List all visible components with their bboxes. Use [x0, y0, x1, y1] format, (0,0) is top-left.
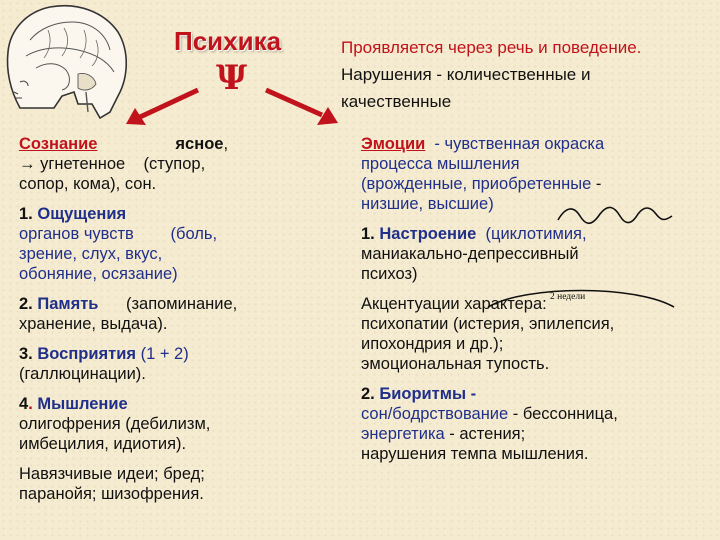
mood-block: 1. Настроение (циклотимия, маниакально-д…: [361, 224, 706, 284]
thinking-block: 4. Мышление олигофрения (дебилизм, имбец…: [19, 394, 331, 454]
memory-num: 2.: [19, 295, 33, 313]
perception-line-2: (галлюцинации).: [19, 365, 146, 383]
sensation-num: 1.: [19, 205, 33, 223]
emotions-line-3: (врожденные, приобретенные: [361, 175, 592, 193]
accentuation-line-4: эмоциональная тупость.: [361, 355, 550, 373]
biorhythms-block: 2. Биоритмы - сон/бодрствование - бессон…: [361, 384, 706, 464]
thinking-line-1: олигофрения (дебилизм,: [19, 415, 211, 433]
biorhythms-line-3: нарушения темпа мышления.: [361, 445, 589, 463]
intro-line-3: качественные: [341, 92, 452, 111]
consciousness-term: Сознание: [19, 135, 98, 153]
arrow-left-down-icon: [126, 87, 200, 125]
mood-line-3: психоз): [361, 265, 418, 283]
mood-line-2: маниакально-депрессивный: [361, 245, 579, 263]
intro-line-1: Проявляется через речь и поведение.: [341, 38, 642, 57]
obsessive-line-1: Навязчивые идеи; бред;: [19, 465, 205, 483]
perception-paren: (1 + 2): [135, 345, 189, 363]
thinking-line-2: имбецилия, идиотия).: [19, 435, 187, 453]
biorhythms-num: 2.: [361, 385, 375, 403]
emotions-rest: - чувственная окраска: [425, 135, 605, 153]
accentuation-line-1: Акцентуации характера:: [361, 295, 547, 313]
perception-term: Восприятия: [37, 345, 136, 363]
accentuation-line-2: психопатии (истерия, эпилепсия,: [361, 315, 615, 333]
consciousness-arrow-icon: →: [19, 155, 36, 173]
biorhythms-term: Биоритмы -: [379, 385, 477, 403]
consciousness-block: Сознание ясное, → угнетенное (ступор, соп…: [19, 134, 331, 194]
obsessive-line-2: паранойя; шизофрения.: [19, 485, 204, 503]
consciousness-comma: ,: [223, 135, 229, 153]
mood-paren: (циклотимия,: [476, 225, 587, 243]
arc-icon: [487, 289, 675, 308]
weeks-label: 2 недели: [550, 292, 586, 302]
perception-num: 3.: [19, 345, 33, 363]
emotions-term: Эмоции: [361, 135, 426, 153]
arrow-right-down-icon: [264, 87, 338, 125]
energy-rest: - астения;: [444, 425, 526, 443]
memory-line-2: хранение, выдача).: [19, 315, 168, 333]
consciousness-line-2: сопор, кома), сон.: [19, 175, 157, 193]
energy-term: энергетика: [361, 425, 445, 443]
right-column: Эмоции - чувственная окраска процесса мы…: [361, 134, 706, 464]
psi-symbol: Ψ: [216, 58, 248, 98]
arrows-layer: [126, 87, 338, 125]
emotions-block: Эмоции - чувственная окраска процесса мы…: [361, 134, 706, 214]
consciousness-state: ясное: [175, 135, 224, 153]
memory-rest: (запоминание,: [98, 295, 238, 313]
sleep-term: сон/бодрствование: [361, 405, 509, 423]
wave-icon: [557, 206, 673, 225]
thinking-term: Мышление: [37, 395, 128, 413]
emotions-line-3-dash: -: [591, 175, 602, 193]
intro-text: Проявляется через речь и поведение. Нару…: [341, 34, 716, 115]
perception-block: 3. Восприятия (1 + 2) (галлюцинации).: [19, 344, 331, 384]
accentuation-line-3: ипохондрия и др.);: [361, 335, 504, 353]
memory-block: 2. Память (запоминание, хранение, выдача…: [19, 294, 331, 334]
intro-line-2: Нарушения - количественные и: [341, 65, 591, 84]
emotions-line-2: процесса мышления: [361, 155, 520, 173]
sensation-line-1: органов чувств (боль,: [19, 225, 218, 243]
emotions-line-4: низшие, высшие): [361, 195, 494, 213]
sensation-term: Ощущения: [37, 205, 127, 223]
left-column: Сознание ясное, → угнетенное (ступор, соп…: [19, 134, 331, 504]
memory-term: Память: [37, 295, 99, 313]
sensation-line-3: обоняние, осязание): [19, 265, 178, 283]
accentuation-block: Акцентуации характера: психопатии (истер…: [361, 294, 706, 374]
consciousness-line: угнетенное (ступор,: [35, 155, 206, 173]
thinking-dot: .: [28, 395, 33, 413]
thinking-num: 4: [19, 395, 29, 413]
mood-num: 1.: [361, 225, 375, 243]
sleep-rest: - бессонница,: [508, 405, 618, 423]
obsessive-block: Навязчивые идеи; бред; паранойя; шизофре…: [19, 464, 331, 504]
head-anatomy-icon: [6, 5, 128, 120]
mood-term: Настроение: [379, 225, 477, 243]
sensation-line-2: зрение, слух, вкус,: [19, 245, 163, 263]
sensation-block: 1. Ощущения органов чувств (боль, зрение…: [19, 204, 331, 284]
page-title: Психика: [174, 26, 282, 56]
